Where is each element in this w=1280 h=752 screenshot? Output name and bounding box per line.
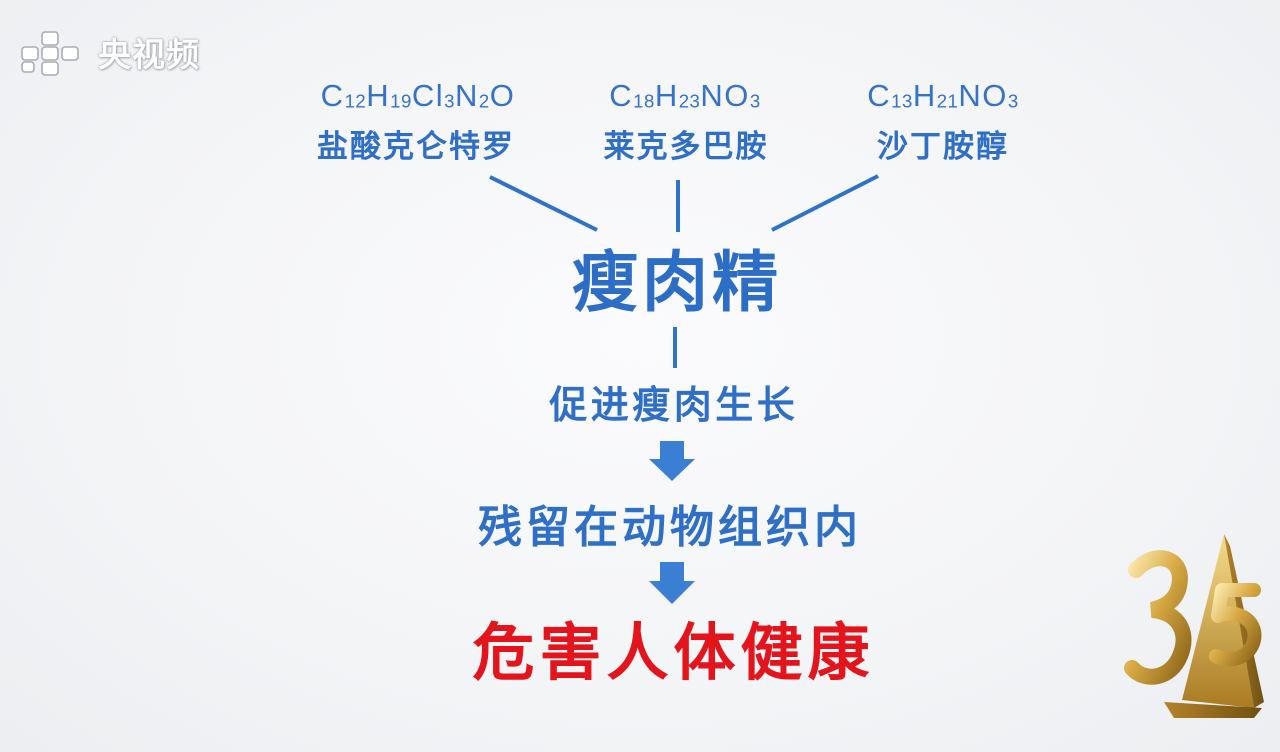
formula-subscript: 2 — [478, 90, 490, 112]
formula-subscript: 12 — [344, 90, 367, 112]
name-ractopamine: 莱克多巴胺 — [603, 129, 769, 165]
formula-subscript: 13 — [891, 90, 913, 112]
cctv-video-logo-icon — [21, 31, 79, 76]
name-salbutamol: 沙丁胺醇 — [877, 129, 1009, 165]
center-term: 瘦肉精 — [572, 244, 782, 321]
formula-clenbuterol: C12H19Cl3N2O — [320, 78, 516, 113]
flow-conclusion: 危害人体健康 — [472, 616, 875, 689]
formula-subscript: 18 — [633, 90, 655, 112]
connector-line-right — [771, 174, 879, 232]
formula-subscript: 3 — [749, 90, 761, 112]
name-clenbuterol: 盐酸克仑特罗 — [317, 129, 515, 165]
formula-subscript: 3 — [444, 90, 455, 112]
down-arrow-icon — [649, 562, 695, 604]
formula-ractopamine: C18H23NO3 — [609, 78, 761, 113]
gold-315-logo-icon — [1124, 534, 1264, 718]
formula-subscript: 21 — [936, 90, 959, 112]
down-arrow-icon — [649, 441, 695, 481]
flow-step-2: 残留在动物组织内 — [478, 502, 862, 553]
connector-line-left — [489, 175, 598, 232]
watermark-text: 央视频 — [98, 35, 200, 74]
formula-subscript: 19 — [390, 90, 412, 112]
formula-subscript: 3 — [1007, 90, 1019, 112]
flow-step-1: 促进瘦肉生长 — [549, 383, 799, 427]
formula-salbutamol: C13H21NO3 — [867, 78, 1019, 113]
formula-subscript: 23 — [678, 90, 701, 112]
